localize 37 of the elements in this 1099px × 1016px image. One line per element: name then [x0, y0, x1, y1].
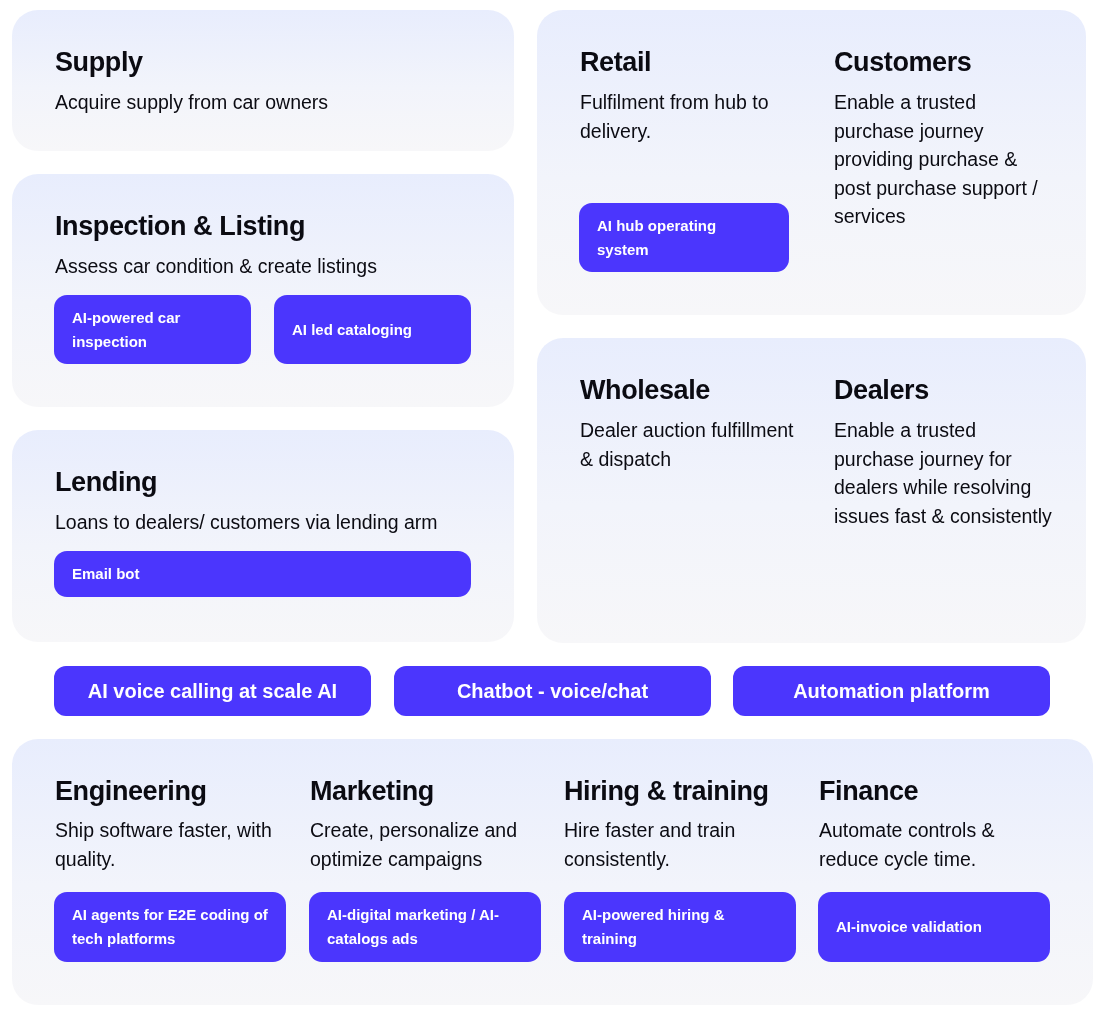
card-description: Ship software faster, with quality.	[55, 818, 273, 872]
card-heading: Customers	[834, 46, 973, 78]
card-description: Acquire supply from car owners	[55, 90, 330, 115]
card-description: Automate controls & reduce cycle time.	[819, 818, 996, 872]
card-heading: Wholesale	[580, 374, 711, 406]
solution-tag: AI led cataloging	[274, 295, 471, 364]
solution-tag: Email bot	[54, 551, 471, 597]
card-description: Enable a trusted purchase journey providing purchase & post purchase support / services	[834, 90, 1039, 229]
platform-tag: AI voice calling at scale AI	[54, 666, 371, 716]
card-heading: Finance	[819, 775, 920, 807]
card-heading: Dealers	[834, 374, 930, 406]
solution-tag: AI agents for E2E coding of tech platforms	[54, 892, 286, 962]
card-heading: Engineering	[55, 775, 208, 807]
solution-tag: AI-powered car inspection	[54, 295, 251, 364]
card-heading: Hiring & training	[564, 775, 770, 807]
solution-tag: AI hub operating system	[579, 203, 789, 272]
category-card	[12, 430, 514, 642]
solution-tag: AI-invoice validation	[818, 892, 1050, 962]
category-card	[12, 739, 1093, 1005]
card-heading: Supply	[55, 46, 144, 78]
category-card	[12, 174, 514, 407]
card-heading: Inspection & Listing	[55, 210, 306, 242]
card-description: Dealer auction fulfillment & dispatch	[580, 418, 795, 472]
category-card	[537, 10, 1086, 315]
card-description: Loans to dealers/ customers via lending arm	[55, 510, 439, 535]
solution-tag: AI-digital marketing / AI-catalogs ads	[309, 892, 541, 962]
card-description: Enable a trusted purchase journey for dealers while resolving issues fast & consistently	[834, 418, 1053, 529]
platform-tag: Chatbot - voice/chat	[394, 666, 711, 716]
card-description: Fulfilment from hub to delivery.	[580, 90, 770, 144]
solution-tag: AI-powered hiring & training	[564, 892, 796, 962]
card-description: Assess car condition & create listings	[55, 254, 378, 279]
card-heading: Lending	[55, 466, 159, 498]
card-heading: Marketing	[310, 775, 435, 807]
platform-tag: Automation platform	[733, 666, 1050, 716]
card-description: Hire faster and train consistently.	[564, 818, 737, 872]
card-description: Create, personalize and optimize campaigns	[310, 818, 519, 872]
card-heading: Retail	[580, 46, 653, 78]
